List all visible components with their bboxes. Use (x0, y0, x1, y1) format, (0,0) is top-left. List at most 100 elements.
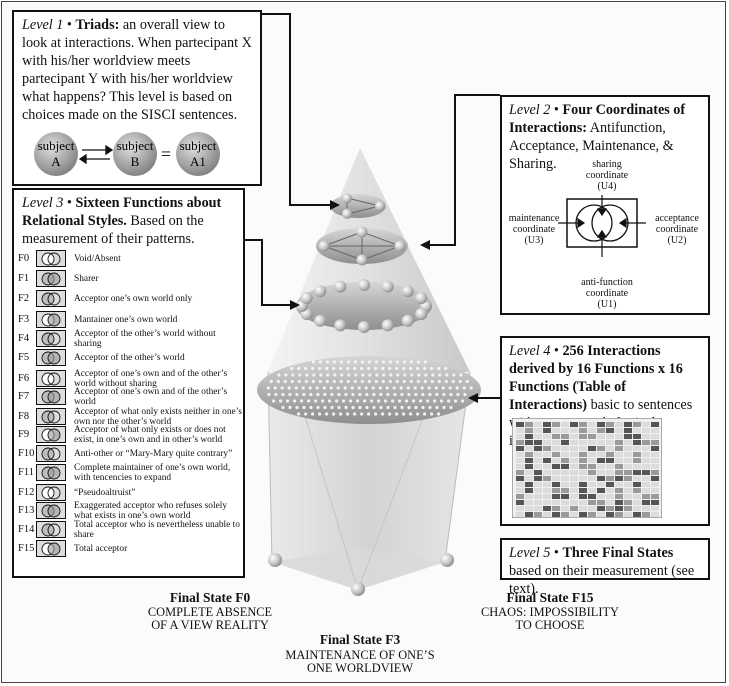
venn-icon (36, 540, 66, 557)
interaction-dot (461, 399, 465, 403)
interaction-dot (360, 379, 364, 384)
interaction-dot (364, 386, 368, 390)
interaction-dot (409, 412, 413, 416)
interaction-dot (360, 360, 364, 364)
interaction-dot (321, 399, 325, 403)
interaction-dot (337, 405, 341, 410)
interaction-dot (351, 405, 355, 410)
interaction-dot (400, 405, 404, 410)
interaction-dot (428, 392, 432, 397)
interaction-dot (447, 399, 451, 403)
interaction-dot (402, 360, 406, 364)
function-id: F1 (18, 272, 30, 284)
level1-box: Level 1 • Triads: an overall view to loo… (12, 10, 262, 186)
interaction-dot (301, 386, 305, 390)
interaction-dot (388, 379, 392, 384)
interaction-dot (279, 399, 283, 403)
level1-text: an overall view to look at interactions.… (22, 17, 252, 123)
final-state-f0-title: Final State F0 (169, 590, 251, 605)
venn-icon (36, 388, 66, 405)
venn-icon (36, 311, 66, 328)
venn-icon (36, 426, 66, 443)
interaction-dot (402, 379, 406, 384)
interaction-dot (332, 366, 336, 371)
function-id: F11 (18, 466, 34, 478)
interaction-dot (311, 412, 315, 416)
interaction-dot (367, 412, 371, 416)
interaction-dot (332, 412, 336, 416)
interaction-dot (342, 399, 346, 403)
interaction-dot (444, 366, 448, 371)
subject-b-circle (113, 132, 157, 176)
interaction-dot (388, 366, 392, 371)
level2-connector (430, 94, 500, 246)
interaction-dot (297, 412, 301, 416)
interaction-dot (280, 386, 284, 390)
interaction-dot (388, 412, 392, 416)
function-id: F12 (18, 486, 35, 498)
subject-a1-line2: A1 (190, 154, 206, 169)
interaction-dot (339, 379, 343, 384)
interaction-dot (386, 405, 390, 410)
interaction-dot (367, 379, 371, 384)
function-id: F3 (18, 313, 30, 325)
interaction-dot (344, 405, 348, 410)
interaction-dot (332, 379, 336, 384)
function-sphere (401, 285, 414, 298)
interaction-dot (391, 399, 395, 403)
interaction-dot (340, 373, 344, 377)
interaction-dot (354, 373, 358, 377)
function-description: Acceptor of one’s own and of the other’s… (74, 386, 228, 407)
function-sphere (334, 319, 347, 332)
interaction-dot (379, 405, 383, 410)
interaction-dot (302, 392, 306, 397)
interaction-dot (381, 379, 385, 384)
interaction-dot (452, 373, 456, 377)
interaction-dot (437, 366, 441, 371)
interaction-dot (459, 373, 463, 377)
coordinate-sphere (394, 240, 406, 252)
interaction-dot (284, 373, 288, 377)
interaction-dot (407, 405, 411, 410)
function-id: F7 (18, 390, 30, 402)
interaction-dot (462, 386, 466, 390)
interaction-dot (365, 392, 369, 397)
interaction-dot (413, 386, 417, 390)
interaction-dot (421, 392, 425, 397)
function-description: Mantainer one’s own world (74, 314, 178, 325)
interaction-dot (346, 366, 350, 371)
interaction-dot (277, 373, 281, 377)
interaction-dot (445, 373, 449, 377)
interaction-dot (456, 392, 460, 397)
interaction-dot (434, 386, 438, 390)
interaction-dot (311, 366, 315, 371)
interaction-dot (319, 373, 323, 377)
function-id: F13 (18, 504, 35, 516)
functions-disk (296, 282, 432, 330)
interaction-dot (295, 392, 299, 397)
final-state-f3-title: Final State F3 (319, 632, 401, 647)
interaction-dot (318, 360, 322, 364)
interaction-dot (273, 386, 277, 390)
interaction-dot (312, 373, 316, 377)
interaction-dot (400, 392, 404, 397)
interactions-table-thumbnail (512, 418, 662, 518)
interaction-dot (402, 412, 406, 416)
interaction-dot (454, 399, 458, 403)
function-id: F0 (18, 252, 30, 264)
venn-icon (36, 521, 66, 538)
interaction-dot (346, 379, 350, 384)
interaction-dot (356, 399, 360, 403)
interaction-dot (298, 373, 302, 377)
interaction-dot (435, 392, 439, 397)
interaction-dot (305, 373, 309, 377)
interaction-dot (379, 392, 383, 397)
interaction-dot (283, 379, 287, 384)
interaction-dot (349, 399, 353, 403)
interaction-dot (357, 386, 361, 390)
interaction-dot (339, 412, 343, 416)
subject-b-line1: subject (117, 138, 154, 153)
function-sphere (381, 319, 394, 332)
interaction-dot (347, 373, 351, 377)
